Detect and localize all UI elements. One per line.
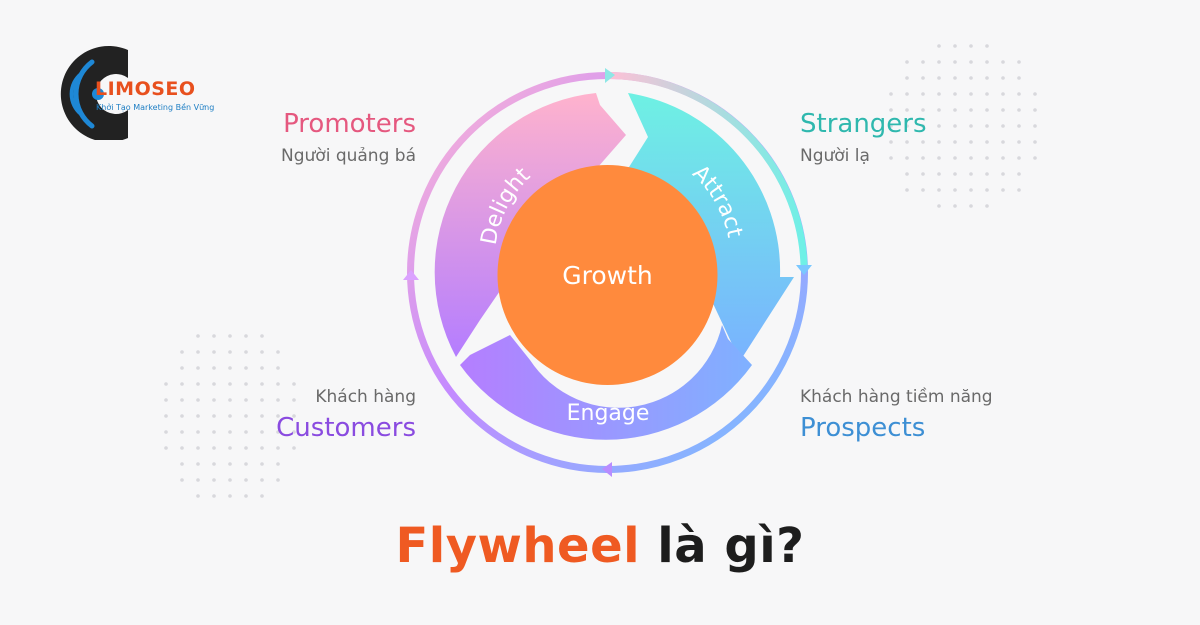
ring-arrowhead-right — [796, 265, 812, 275]
promoters-translation: Người quảng bá — [281, 146, 416, 166]
page-title: Flywheel là gì? — [0, 518, 1200, 574]
customers-label: Khách hàng Customers — [276, 387, 416, 443]
logo-mark-icon — [60, 46, 150, 140]
customers-translation: Khách hàng — [315, 387, 416, 407]
prospects-translation: Khách hàng tiềm năng — [800, 387, 993, 407]
ring-arrowhead-left — [403, 270, 419, 280]
ring-arrowhead-top — [605, 68, 615, 83]
strangers-label: Strangers Người lạ — [800, 109, 927, 166]
customers-title: Customers — [276, 413, 416, 443]
title-highlight: Flywheel — [395, 518, 641, 574]
growth-circle — [497, 165, 718, 385]
dot-pattern-bottom-left — [164, 334, 296, 498]
prospects-label: Khách hàng tiềm năng Prospects — [800, 387, 993, 443]
engage-label: Engage — [567, 401, 650, 426]
flywheel-diagram: Delight Attract Engage Growth — [403, 68, 812, 477]
promoters-title: Promoters — [283, 109, 416, 139]
logo-tagline: Khởi Tạo Marketing Bền Vững — [96, 103, 215, 112]
attract-segment — [624, 93, 794, 361]
engage-segment — [460, 325, 752, 440]
strangers-title: Strangers — [800, 109, 927, 139]
promoters-label: Promoters Người quảng bá — [281, 109, 416, 166]
growth-label: Growth — [562, 261, 653, 290]
ring-arrowhead-bottom — [602, 462, 612, 477]
delight-segment — [434, 93, 626, 357]
title-rest: là gì? — [640, 518, 805, 574]
strangers-translation: Người lạ — [800, 146, 870, 166]
dot-pattern-top-right — [889, 44, 1037, 208]
logo-name: LIMOSEO — [95, 78, 196, 100]
prospects-title: Prospects — [800, 413, 926, 443]
